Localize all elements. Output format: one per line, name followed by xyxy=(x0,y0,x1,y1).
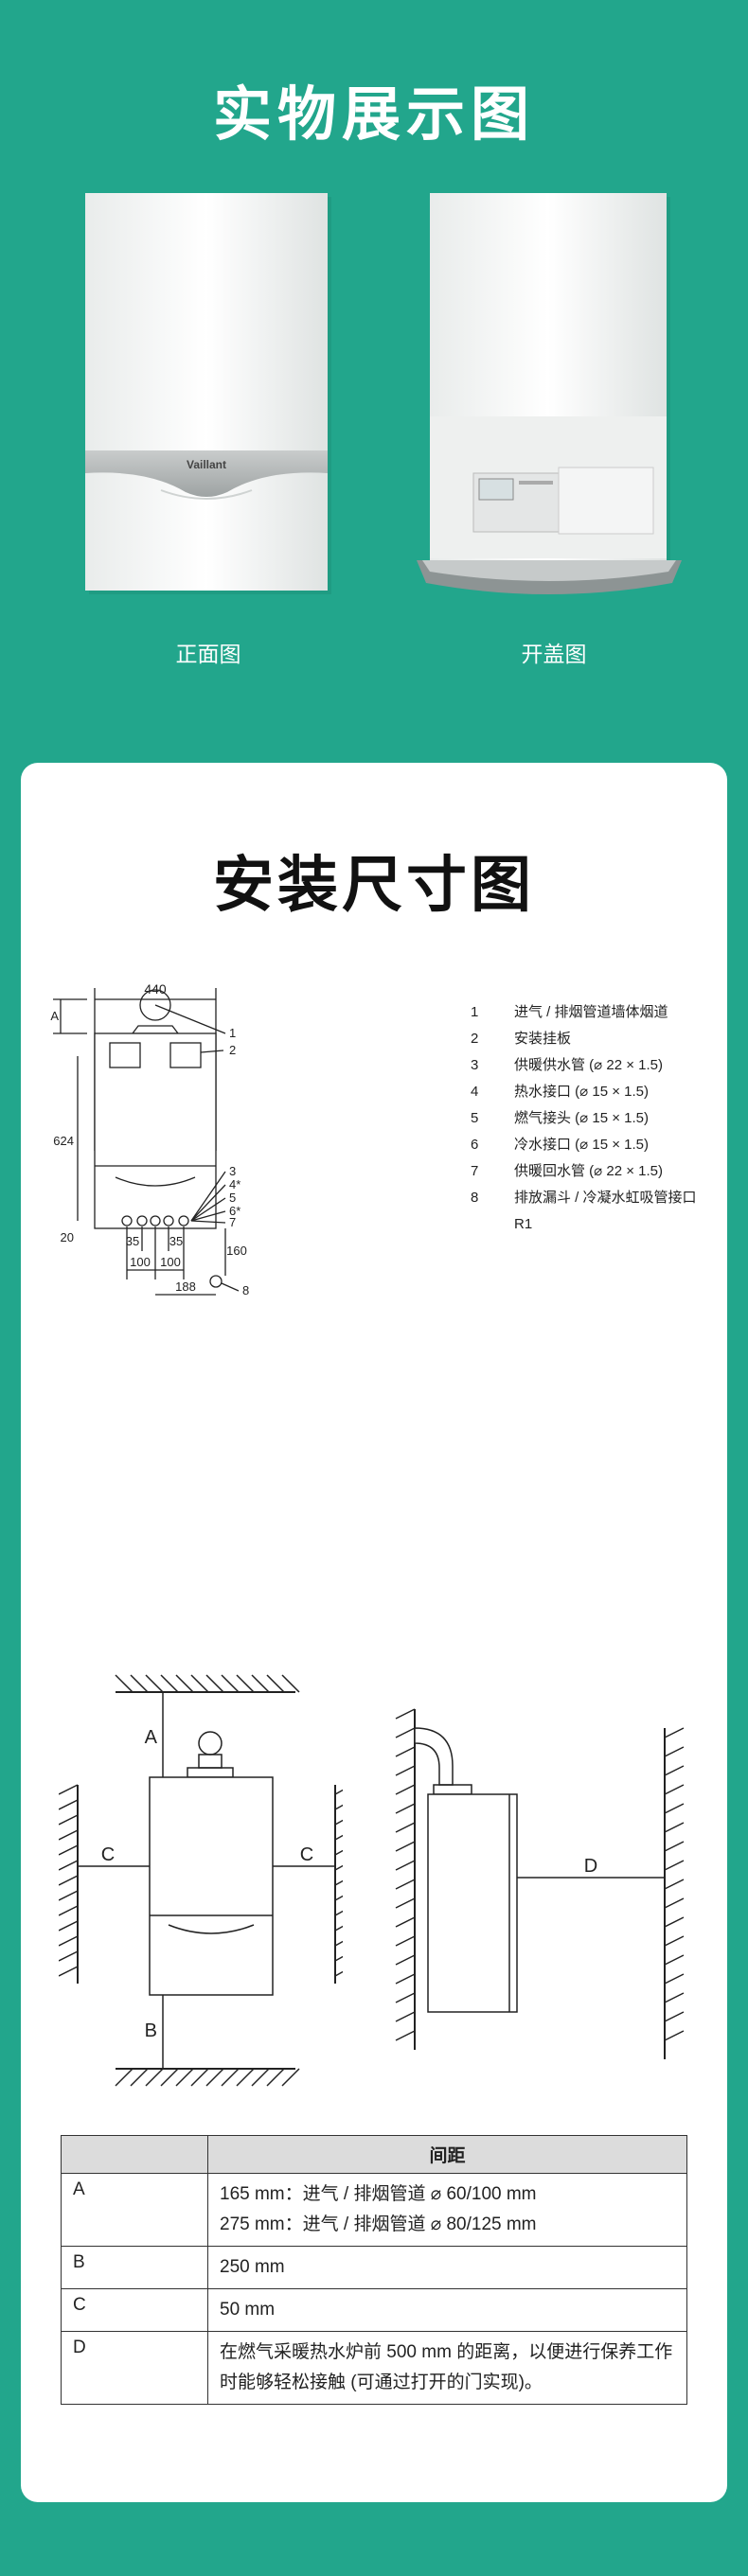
section-title: 安装尺寸图 xyxy=(213,851,535,919)
callout-3: 3 xyxy=(229,1164,236,1178)
dim-188: 188 xyxy=(175,1279,196,1294)
installation-card: 安装尺寸图 440 A 720 624 20 xyxy=(21,763,727,2502)
boiler-front-photo: Vaillant xyxy=(85,193,331,594)
clearance-a-label: A xyxy=(145,1727,158,1748)
clearance-side-drawing: D xyxy=(395,1708,685,2059)
callout-6: 6* xyxy=(229,1204,240,1218)
dim-a: A xyxy=(50,1009,59,1023)
clearance-b-label: B xyxy=(145,2020,157,2041)
photo-caption-open: 开盖图 xyxy=(521,642,587,666)
callout-7: 7 xyxy=(229,1215,236,1229)
dim-100-left: 100 xyxy=(130,1255,151,1269)
page-title: 实物展示图 xyxy=(212,82,535,148)
callout-8: 8 xyxy=(242,1283,249,1297)
clearance-c-left-label: C xyxy=(101,1844,115,1865)
callout-2: 2 xyxy=(229,1043,236,1057)
dim-624: 624 xyxy=(53,1134,74,1148)
clearance-spec-table: 间距 A 165 mm：进气 / 排烟管道 ⌀ 60/100 mm 275 mm… xyxy=(61,2135,687,2405)
table-header-key xyxy=(61,2135,208,2174)
table-row: A 165 mm：进气 / 排烟管道 ⌀ 60/100 mm 275 mm：进气… xyxy=(61,2173,687,2247)
callout-4: 4* xyxy=(229,1177,240,1191)
table-row: C 50 mm xyxy=(61,2288,687,2332)
boiler-open-photo xyxy=(417,193,682,594)
table-header-value: 间距 xyxy=(207,2135,687,2174)
dim-width: 440 xyxy=(144,981,167,997)
dim-35-right: 35 xyxy=(169,1234,183,1248)
clearance-d-label: D xyxy=(584,1856,597,1877)
dim-35-left: 35 xyxy=(126,1234,139,1248)
dim-100-right: 100 xyxy=(160,1255,181,1269)
dim-160: 160 xyxy=(226,1244,247,1258)
callout-5: 5 xyxy=(229,1191,236,1205)
brand-logo: Vaillant xyxy=(187,458,226,471)
table-row: B 250 mm xyxy=(61,2246,687,2289)
callout-1: 1 xyxy=(229,1026,236,1040)
table-header-row: 间距 xyxy=(61,2135,687,2174)
clearance-c-right-label: C xyxy=(300,1844,313,1865)
dimension-drawing: 440 A 720 624 20 35 35 xyxy=(50,981,249,1297)
dim-20: 20 xyxy=(61,1230,74,1244)
clearance-front-drawing: A C C B xyxy=(59,1674,343,2087)
photo-caption-front: 正面图 xyxy=(175,642,241,666)
table-row: D 在燃气采暖热水炉前 500 mm 的距离，以便进行保养工作时能够轻松接触 (… xyxy=(61,2331,687,2405)
